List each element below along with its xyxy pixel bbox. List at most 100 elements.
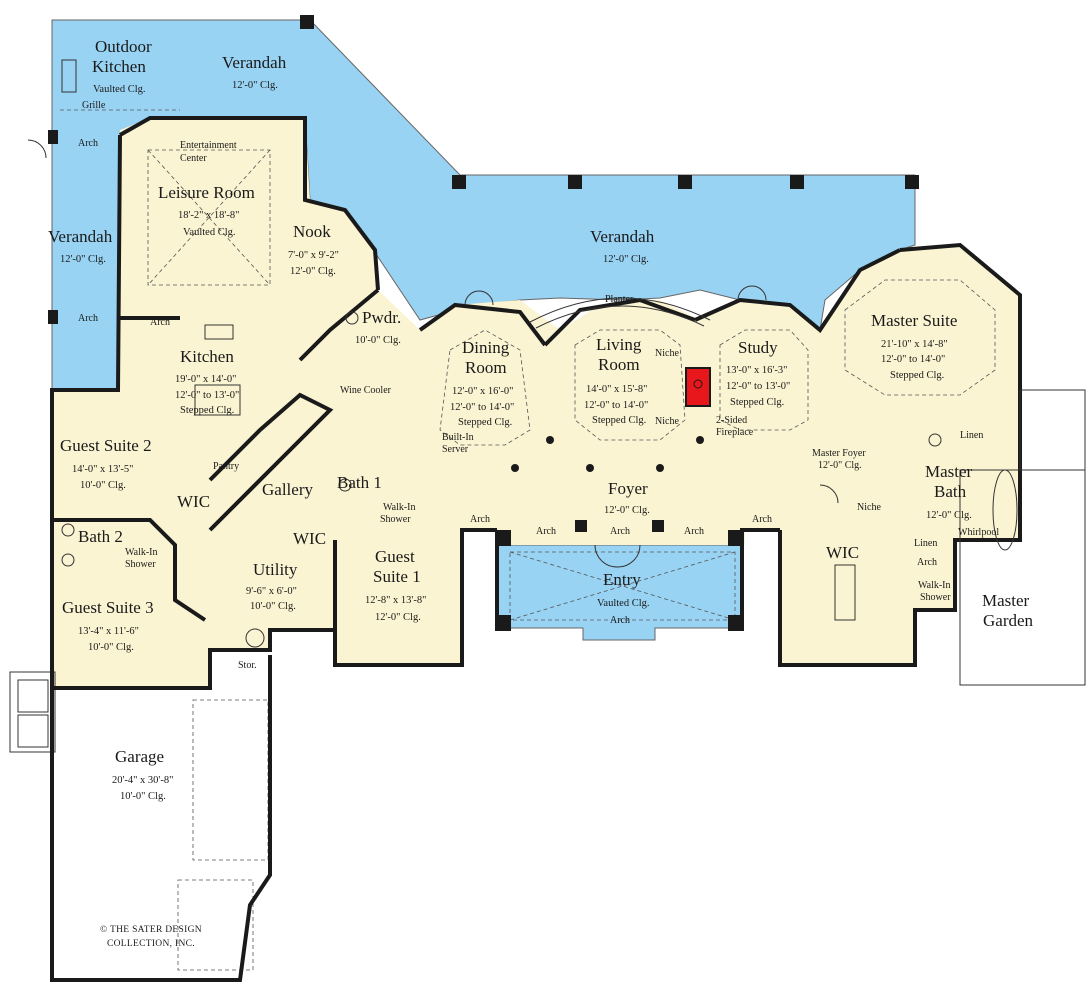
guest-suite-1-size: 12'-8" x 13'-8" <box>365 595 426 606</box>
master-suite-clg-2: Stepped Clg. <box>890 370 944 381</box>
foyer-name: Foyer <box>608 479 648 498</box>
kitchen-clg-2: Stepped Clg. <box>180 405 234 416</box>
leisure-ceiling <box>147 149 271 286</box>
nook-clg: 12'-0" Clg. <box>290 266 336 277</box>
wic-guest2-label: WIC <box>177 492 210 511</box>
planter-label: Planter <box>605 294 634 305</box>
pwdr-sink-icon <box>345 311 359 325</box>
master-bath-name-1: Master <box>925 462 973 481</box>
dining-french-door-icon <box>464 290 494 306</box>
interior-areas <box>52 118 1020 688</box>
guest-suite-3-size: 13'-4" x 11'-6" <box>78 626 139 637</box>
master-bath-clg: 12'-0" Clg. <box>926 510 972 521</box>
entry-clg: Vaulted Clg. <box>597 598 650 609</box>
guest-suite-2-name: Guest Suite 2 <box>60 436 152 455</box>
arch-label-5: Arch <box>536 526 556 537</box>
wine-cooler-label: Wine Cooler <box>340 385 392 396</box>
entry-name: Entry <box>603 570 641 589</box>
leisure-room-size: 18'-2" x 18'-8" <box>178 210 239 221</box>
study-clg-2: Stepped Clg. <box>730 397 784 408</box>
wall-guest1 <box>333 528 497 667</box>
fireplace-label-1: 2-Sided <box>716 415 747 426</box>
living-clg-2: Stepped Clg. <box>592 415 646 426</box>
master-walkin-1: Walk-In <box>918 580 951 591</box>
kitchen-island <box>194 384 241 416</box>
outdoor-kitchen-name-2: Kitchen <box>92 57 146 76</box>
master-garden-wall <box>959 469 1086 686</box>
copyright-line-2: COLLECTION, INC. <box>107 939 195 949</box>
wic-master-rack <box>834 564 856 621</box>
kitchen-clg-1: 12'-0" to 13'-0" <box>175 390 239 401</box>
living-ceiling <box>574 329 686 441</box>
fireplace-label-2: Fireplace <box>716 427 754 438</box>
garage-parking-space-2 <box>177 879 254 971</box>
garage-side-window-1 <box>17 679 49 713</box>
linen-label-1: Linen <box>960 430 983 441</box>
dining-name-1: Dining <box>462 338 510 357</box>
garage-side-window-2 <box>17 714 49 748</box>
room-labels: Outdoor Kitchen Vaulted Clg. Grille Vera… <box>48 37 1034 949</box>
leisure-room-clg: Vaulted Clg. <box>183 227 236 238</box>
master-bath-name-2: Bath <box>934 482 967 501</box>
fireplace-box <box>685 367 711 407</box>
wall-leisure <box>119 116 380 291</box>
arch-label-8: Arch <box>752 514 772 525</box>
study-french-door-icon <box>737 285 767 301</box>
doors <box>27 139 839 568</box>
utility-clg: 10'-0" Clg. <box>250 601 296 612</box>
master-foyer-clg: 12'-0" Clg. <box>818 460 862 471</box>
bath2-walkin-2: Shower <box>125 559 156 570</box>
stairs-icon <box>1019 389 1086 471</box>
arch-label-1: Arch <box>78 138 98 149</box>
master-suite-clg-1: 12'-0" to 14'-0" <box>881 354 945 365</box>
master-bath-sink-icon <box>928 433 942 447</box>
entertainment-label-1: Entertainment <box>180 140 237 151</box>
verandah-side-door-icon <box>27 139 47 159</box>
niche-label-1: Niche <box>655 348 679 359</box>
utility-name: Utility <box>253 560 298 579</box>
bath2-sink2-icon <box>61 553 75 567</box>
water-heater-icon <box>245 628 265 648</box>
fixtures <box>61 59 1086 686</box>
planter-arc-inner <box>535 305 705 329</box>
bath1-sink-icon <box>338 478 352 492</box>
fireplace <box>685 367 711 407</box>
dining-clg-2: Stepped Clg. <box>458 417 512 428</box>
wall-guest2 <box>52 518 207 622</box>
living-size: 14'-0" x 15'-8" <box>586 384 647 395</box>
dining-name-2: Room <box>465 358 507 377</box>
bath-2-name: Bath 2 <box>78 527 123 546</box>
wall-gallery <box>208 392 334 532</box>
master-foyer-door-icon <box>819 484 839 504</box>
garage-size: 20'-4" x 30'-8" <box>112 775 173 786</box>
guest-suite-2-clg: 10'-0" Clg. <box>80 480 126 491</box>
planter-arc <box>529 297 711 323</box>
whirlpool-label: Whirlpool <box>958 527 999 538</box>
linen-label-2: Linen <box>914 538 937 549</box>
verandah-left-name: Verandah <box>48 227 113 246</box>
nook-name: Nook <box>293 222 331 241</box>
copyright-line-1: © THE SATER DESIGN <box>100 924 202 935</box>
leisure-room-name: Leisure Room <box>158 183 255 202</box>
verandah-top-name: Verandah <box>222 53 287 72</box>
guest-suite-3-name: Guest Suite 3 <box>62 598 154 617</box>
arch-label-6: Arch <box>610 526 630 537</box>
living-clg-1: 12'-0" to 14'-0" <box>584 400 648 411</box>
guest-suite-2-size: 14'-0" x 13'-5" <box>72 464 133 475</box>
master-walkin-2: Shower <box>920 592 951 603</box>
stor-label: Stor. <box>238 660 257 671</box>
guest-suite-3-clg: 10'-0" Clg. <box>88 642 134 653</box>
verandah-rear-name: Verandah <box>590 227 655 246</box>
bath-1-name: Bath 1 <box>337 473 382 492</box>
bath1-walkin-2: Shower <box>380 514 411 525</box>
pantry-label: Pantry <box>213 461 239 472</box>
garage-area <box>9 655 270 980</box>
master-suite-name: Master Suite <box>871 311 957 330</box>
wall-master-wic <box>778 242 1022 667</box>
master-niche-label: Niche <box>857 502 881 513</box>
outdoor-kitchen-clg: Vaulted Clg. <box>93 84 146 95</box>
bath2-sink-icon <box>61 523 75 537</box>
entry-door-icon <box>594 544 641 568</box>
arch-label-9: Arch <box>610 615 630 626</box>
